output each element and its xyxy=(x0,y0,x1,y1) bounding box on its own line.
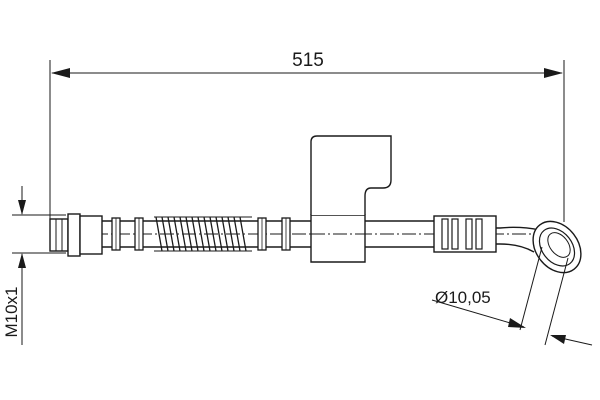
eye-diameter-dimension: Ø10,05 xyxy=(431,246,593,346)
sleeve-rib xyxy=(475,218,483,250)
spring-coil xyxy=(155,216,163,252)
spring-coil xyxy=(221,216,229,252)
eye-arrow-right xyxy=(550,335,566,344)
crimp-sleeve xyxy=(79,215,103,255)
spring-coil xyxy=(233,216,241,252)
hex-nut xyxy=(67,213,81,257)
spring-coil xyxy=(209,216,217,252)
spring-coil xyxy=(167,216,175,252)
thread-arrow-top xyxy=(18,200,26,215)
right-sleeve-ribs xyxy=(441,218,483,250)
sleeve-rib xyxy=(441,218,449,250)
spring-coil xyxy=(197,216,205,252)
hose-bands xyxy=(111,217,291,251)
banjo-bore xyxy=(547,232,571,258)
spring-coil xyxy=(191,216,199,252)
arrowhead-right xyxy=(544,68,563,78)
sleeve-rib xyxy=(465,218,473,250)
overall-length-dimension: 515 xyxy=(49,50,565,222)
arrowhead-left xyxy=(51,68,70,78)
spring-coil xyxy=(203,216,211,252)
eye-diameter-label: Ø10,05 xyxy=(435,288,491,307)
bracket-tab xyxy=(310,135,392,215)
spring-coil xyxy=(185,216,193,252)
thread-size-label: M10x1 xyxy=(2,286,21,337)
spring-coil xyxy=(179,216,187,252)
overall-length-label: 515 xyxy=(292,50,324,71)
protective-spring xyxy=(154,216,252,252)
spring-coil xyxy=(173,216,181,252)
eye-dimension-line xyxy=(431,299,525,328)
thread-arrow-bottom xyxy=(18,253,26,268)
left-end-fitting xyxy=(49,213,103,257)
spring-coil xyxy=(227,216,235,252)
banjo-eye-fitting xyxy=(532,220,582,274)
eye-arrow-left xyxy=(508,318,526,328)
thread-dimension: M10x1 xyxy=(2,186,66,345)
mounting-bracket xyxy=(310,135,392,263)
eye-extension-line-1 xyxy=(544,257,569,346)
thread-end xyxy=(49,218,69,252)
spring-coil xyxy=(161,216,169,252)
eye-extension-line-2 xyxy=(519,246,543,331)
spring-coil xyxy=(215,216,223,252)
spring-coil xyxy=(239,216,247,252)
sleeve-rib xyxy=(451,218,459,250)
